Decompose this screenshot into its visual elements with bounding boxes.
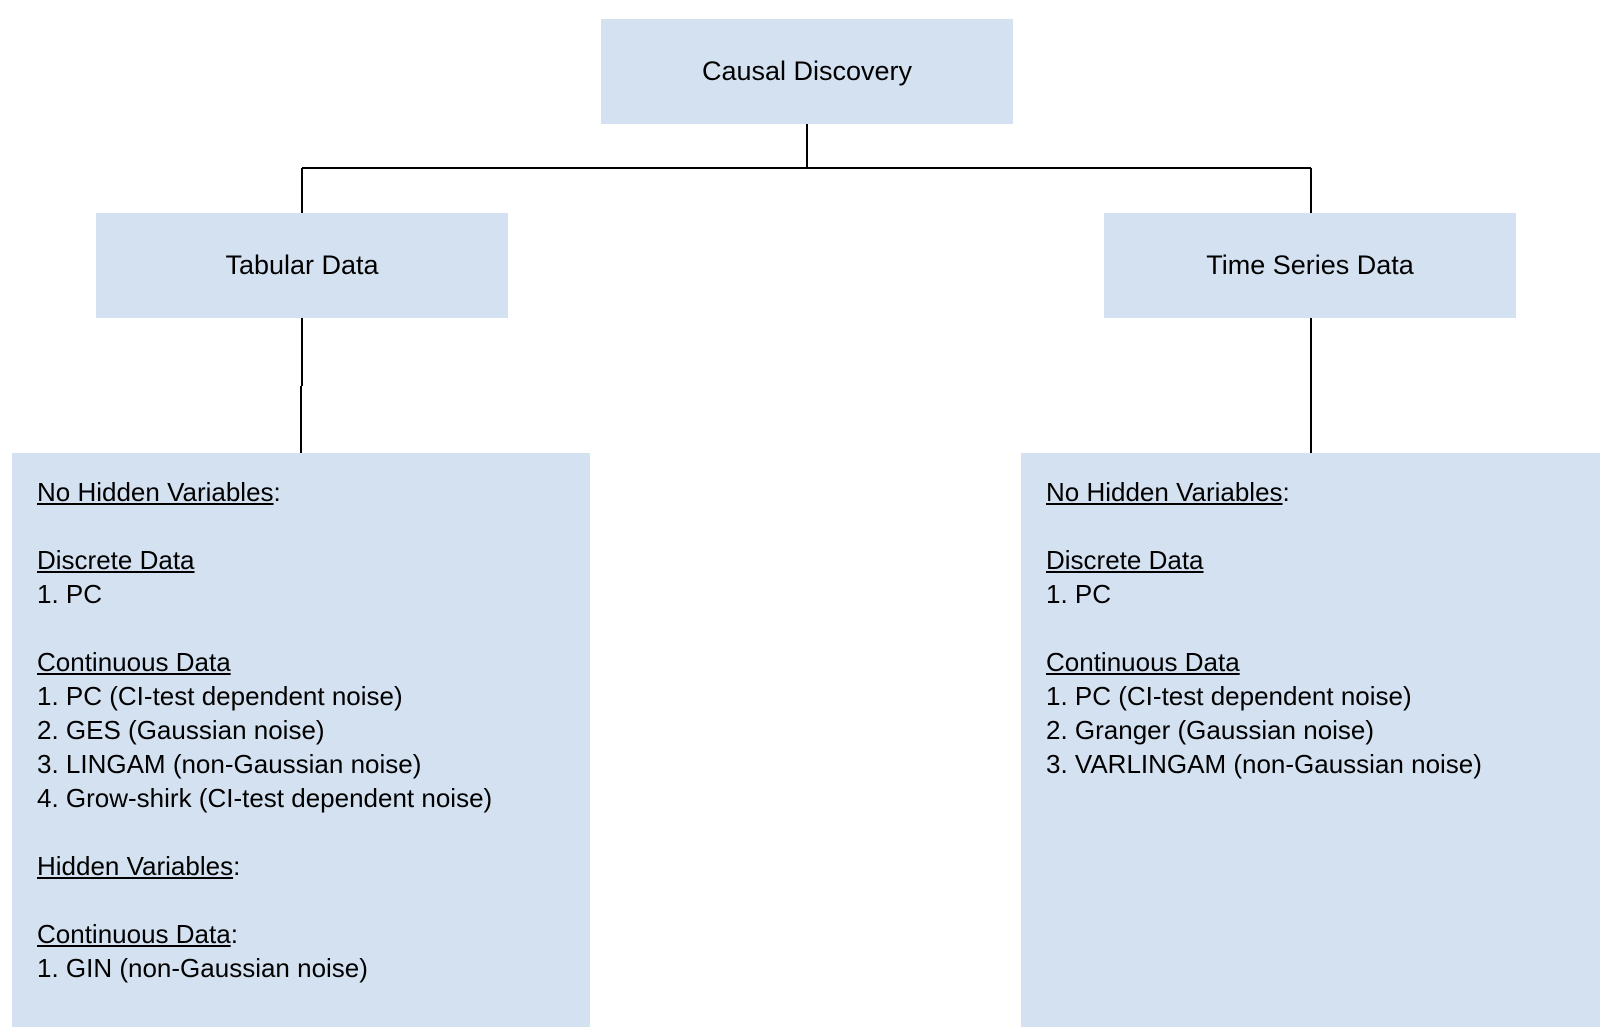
list-item: 2. GES (Gaussian noise)	[37, 715, 325, 745]
timeseries-node-label: Time Series Data	[1206, 250, 1414, 280]
list-item: 1. GIN (non-Gaussian noise)	[37, 953, 368, 983]
list-item: 2. Granger (Gaussian noise)	[1046, 715, 1375, 745]
tabular-continuous-heading: Continuous Data	[37, 647, 231, 677]
root-node-causal-discovery: Causal Discovery	[601, 19, 1013, 124]
node-tabular-data: Tabular Data	[96, 213, 508, 318]
timeseries-discrete-heading: Discrete Data	[1046, 545, 1204, 575]
timeseries-no-hidden-heading: No Hidden Variables:	[1046, 477, 1290, 507]
spacer	[37, 883, 590, 917]
tabular-hidden-heading: Hidden Variables:	[37, 851, 241, 881]
tabular-methods-box: No Hidden Variables: Discrete Data 1. PC…	[12, 453, 590, 1027]
list-item: 1. PC	[1046, 579, 1112, 609]
node-time-series-data: Time Series Data	[1104, 213, 1516, 318]
list-item: 1. PC (CI-test dependent noise)	[1046, 681, 1412, 711]
timeseries-continuous-heading: Continuous Data	[1046, 647, 1240, 677]
tabular-no-hidden-heading: No Hidden Variables:	[37, 477, 281, 507]
list-item: 1. PC (CI-test dependent noise)	[37, 681, 403, 711]
spacer	[37, 815, 590, 849]
timeseries-methods-box: No Hidden Variables: Discrete Data 1. PC…	[1021, 453, 1600, 1027]
list-item: 4. Grow-shirk (CI-test dependent noise)	[37, 783, 493, 813]
list-item: 3. VARLINGAM (non-Gaussian noise)	[1046, 749, 1482, 779]
spacer	[37, 611, 590, 645]
tabular-discrete-heading: Discrete Data	[37, 545, 195, 575]
spacer	[1046, 509, 1600, 543]
spacer	[1046, 611, 1600, 645]
list-item: 3. LINGAM (non-Gaussian noise)	[37, 749, 422, 779]
root-node-label: Causal Discovery	[701, 56, 913, 86]
spacer	[37, 509, 590, 543]
tabular-node-label: Tabular Data	[225, 250, 379, 280]
list-item: 1. PC	[37, 579, 103, 609]
tabular-hidden-continuous-heading: Continuous Data:	[37, 919, 238, 949]
